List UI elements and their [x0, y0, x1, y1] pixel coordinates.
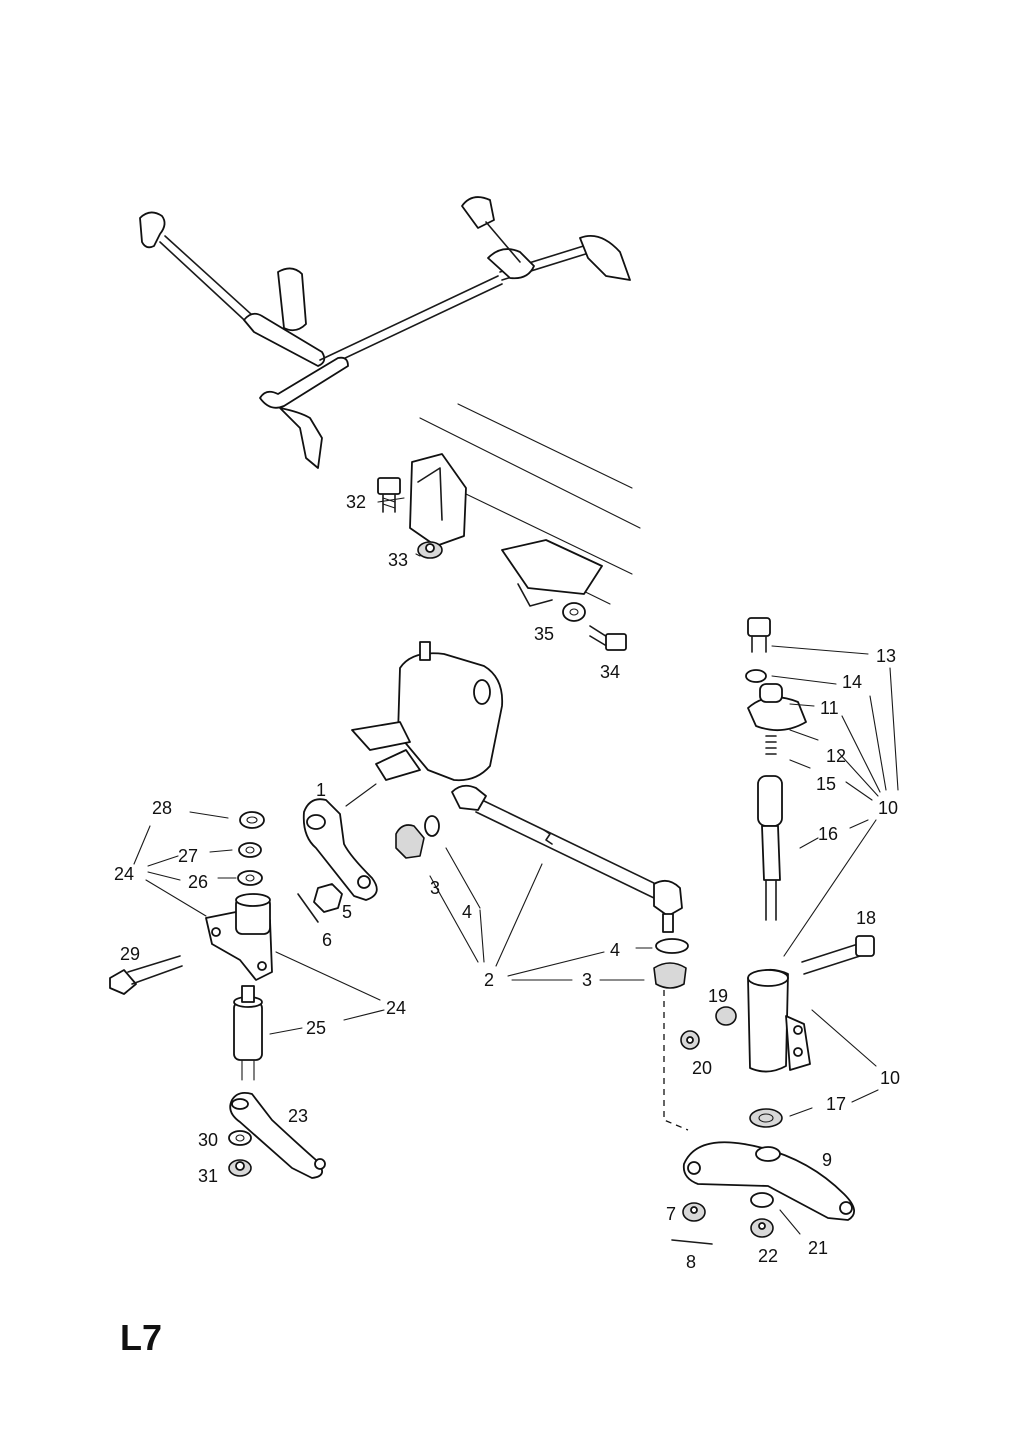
callout-22: 22 [758, 1246, 778, 1266]
callout-4a: 4 [462, 902, 472, 922]
idler-bracket-24 [205, 893, 273, 981]
callout-23: 23 [288, 1106, 308, 1126]
washer-30-icon [228, 1130, 252, 1146]
idler-pin-25 [233, 985, 263, 1081]
nut-7-icon [682, 1202, 706, 1222]
callout-16: 16 [818, 824, 838, 844]
callout-12: 12 [826, 746, 846, 766]
callout-6: 6 [322, 930, 332, 950]
callout-21: 21 [808, 1238, 828, 1258]
page-label: L7 [120, 1317, 162, 1358]
washer-27-icon [238, 842, 262, 858]
callout-15: 15 [816, 774, 836, 794]
callout-17: 17 [826, 1094, 846, 1114]
callout-3a: 3 [430, 878, 440, 898]
bolt-29-icon [109, 955, 183, 995]
washer-35-icon [562, 602, 586, 622]
callout-26: 26 [188, 872, 208, 892]
callout-9: 9 [822, 1150, 832, 1170]
callout-27: 27 [178, 846, 198, 866]
cap-11 [747, 683, 807, 732]
callout-3b: 3 [582, 970, 592, 990]
pitman-arm-1 [302, 798, 378, 901]
bracket-10 [747, 968, 811, 1073]
callout-20: 20 [692, 1058, 712, 1078]
bolt-34-icon [589, 625, 627, 651]
callout-24a: 24 [114, 864, 134, 884]
linkage-overview [139, 196, 631, 469]
bolt-18-icon [801, 935, 875, 975]
steering-box [351, 641, 504, 782]
callout-33: 33 [388, 550, 408, 570]
bolt-32-icon [377, 477, 401, 513]
callout-25: 25 [306, 1018, 326, 1038]
washer-19-icon [715, 1006, 737, 1026]
callout-5: 5 [342, 902, 352, 922]
callout-30: 30 [198, 1130, 218, 1150]
callout-14: 14 [842, 672, 862, 692]
nut-31-icon [228, 1159, 252, 1177]
boot-3b-icon [653, 962, 687, 989]
callout-24b: 24 [386, 998, 406, 1018]
leader-lines [133, 497, 899, 1235]
callout-32: 32 [346, 492, 366, 512]
callout-7: 7 [666, 1204, 676, 1224]
washer-28-icon [239, 811, 265, 829]
callout-10b: 10 [880, 1068, 900, 1088]
callout-10a: 10 [878, 798, 898, 818]
callout-29: 29 [120, 944, 140, 964]
ring-4b-icon [655, 938, 689, 954]
pin-16 [757, 775, 783, 921]
washer-26-icon [237, 870, 263, 886]
callout-13: 13 [876, 646, 896, 666]
nut-22-icon [750, 1218, 774, 1238]
idler-arm-23 [229, 1091, 326, 1179]
callout-11: 11 [820, 698, 839, 718]
callout-4b: 4 [610, 940, 620, 960]
frame-bracket-section [377, 403, 641, 651]
cotter-pin-8-icon [671, 1239, 713, 1245]
callout-34: 34 [600, 662, 620, 682]
washer-14-icon [745, 669, 767, 683]
nut-20-icon [680, 1030, 700, 1050]
callout-28: 28 [152, 798, 172, 818]
cotter-pin-6-icon [297, 893, 319, 923]
castle-nut-5-icon [313, 883, 343, 913]
callout-31: 31 [198, 1166, 218, 1186]
bushing-17-icon [749, 1108, 783, 1128]
callout-8: 8 [686, 1252, 696, 1272]
boot-3a-icon [395, 824, 425, 859]
callout-2: 2 [484, 970, 494, 990]
bolt-13-icon [747, 617, 771, 653]
callout-19: 19 [708, 986, 728, 1006]
drag-link-2 [451, 784, 683, 933]
relay-arm-9 [682, 1141, 855, 1221]
washer-21-icon [750, 1192, 774, 1208]
callout-labels: 32 33 35 34 1 28 27 24 26 5 6 29 24 25 2… [114, 492, 900, 1272]
nut-33-icon [417, 541, 443, 559]
callout-18: 18 [856, 908, 876, 928]
ring-4a-icon [424, 815, 440, 837]
spring-12-icon [765, 735, 777, 755]
callout-35: 35 [534, 624, 554, 644]
callout-1: 1 [316, 780, 326, 800]
